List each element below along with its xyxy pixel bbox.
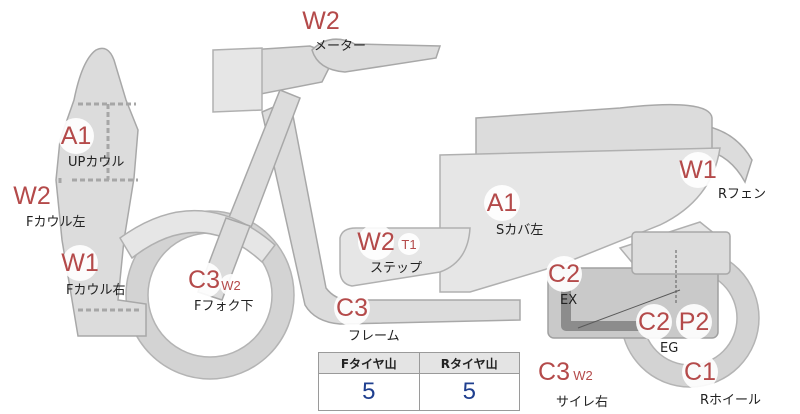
engine-secondary-badge: P2 [676, 304, 712, 340]
silencer-right-secondary-badge: W2 [572, 364, 594, 386]
f-cowl-left-grade-badge: W2 [13, 178, 51, 214]
r-fender-grade-badge: W1 [679, 152, 717, 188]
s-cover-left-label: Sカバ左 [496, 223, 544, 238]
exhaust-pipe-shape [561, 290, 640, 331]
r-wheel-label: Rホイール [700, 393, 762, 408]
f-fork-bottom-label: Fフォク下 [194, 299, 254, 314]
exhaust-grade-badge: C2 [546, 256, 582, 292]
meter-shape [311, 38, 442, 73]
meter-label: メーター [314, 39, 367, 54]
rear-tire-tread-header: Rタイヤ山 [418, 352, 520, 374]
frame-label: フレーム [348, 329, 400, 344]
up-cowl-grade-badge: A1 [58, 118, 94, 154]
r-wheel-grade-badge: C1 [682, 354, 718, 390]
f-fork-bottom-grade-badge: C3 [186, 262, 222, 298]
step-grade-badge: W2 [357, 224, 395, 260]
f-cowl-right-grade-badge: W1 [61, 245, 99, 281]
step-secondary-badge: T1 [398, 233, 420, 255]
engine-label: EG [660, 341, 679, 356]
rear-tire-tread-value: 5 [418, 373, 520, 411]
silencer-right-grade-badge: C3 [536, 354, 572, 390]
meter-grade-badge: W2 [302, 3, 340, 39]
r-fender-label: Rフェン [718, 187, 767, 202]
frame-grade-badge: C3 [334, 290, 370, 326]
f-cowl-left-label: Fカウル左 [26, 215, 86, 230]
front-tire-tread-value: 5 [318, 373, 420, 411]
f-fork-bottom-secondary-badge: W2 [220, 274, 242, 296]
tire-tread-table: Fタイヤ山 Rタイヤ山 5 5 [318, 352, 520, 411]
s-cover-left-grade-badge: A1 [484, 185, 520, 221]
f-cowl-right-label: Fカウル右 [66, 283, 126, 298]
engine-leader-line [577, 289, 681, 329]
front-wheel-outer [125, 210, 295, 380]
step-label: ステップ [370, 261, 423, 276]
engine-grade-badge: C2 [636, 304, 672, 340]
up-cowl-label: UPカウル [68, 155, 125, 170]
headlight-shape [212, 47, 263, 113]
tire-tread-header-row: Fタイヤ山 Rタイヤ山 [318, 352, 520, 374]
front-tire-tread-header: Fタイヤ山 [318, 352, 420, 374]
tire-tread-value-row: 5 5 [318, 373, 520, 411]
exhaust-label: EX [560, 293, 578, 308]
air-box-shape [631, 231, 731, 275]
silencer-right-label: サイレ右 [556, 395, 609, 410]
